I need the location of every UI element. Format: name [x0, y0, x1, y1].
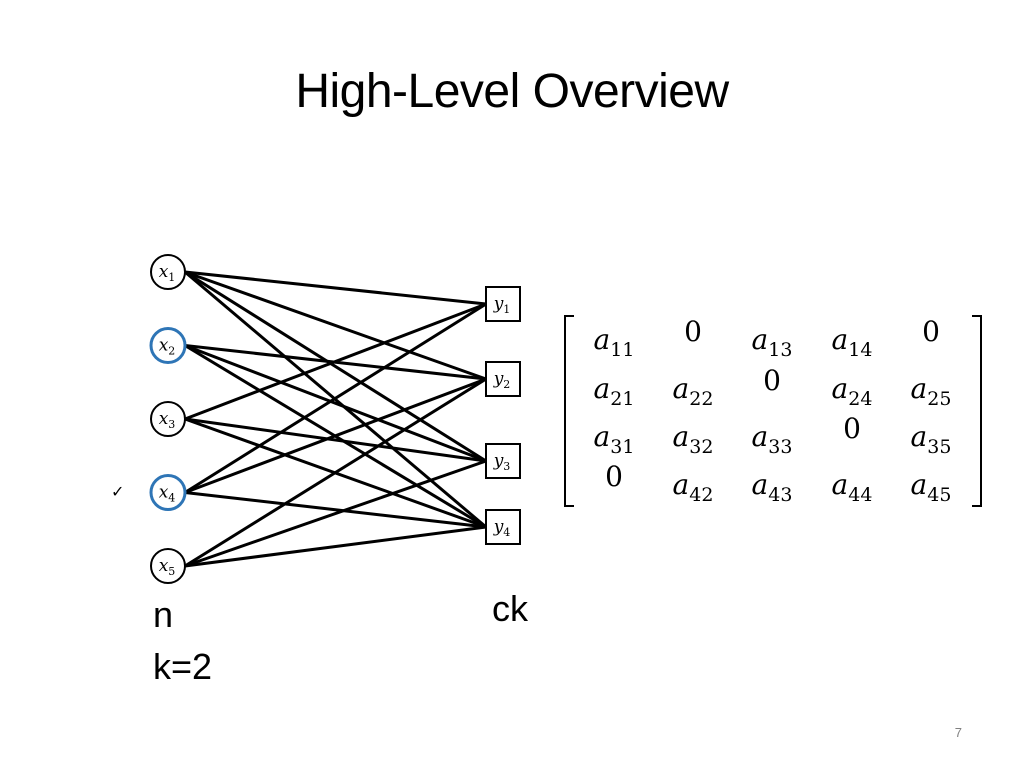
edge-x1-y3: [184, 270, 487, 463]
page-title: High-Level Overview: [295, 65, 729, 118]
node-label-x1: x1: [159, 262, 176, 284]
node-x1: x1: [150, 254, 186, 290]
edge-x4-y1: [184, 302, 487, 494]
matrix-cell-r4-c5: a45: [911, 468, 952, 506]
edge-x5-y3: [184, 459, 487, 568]
matrix-cell-r4-c3: a43: [752, 468, 793, 506]
node-y4: y4: [485, 509, 521, 545]
node-label-y3: y3: [493, 451, 511, 473]
matrix-cell-r2-c5: a25: [911, 372, 952, 410]
node-circle-x1: [150, 254, 186, 290]
edge-x3-y1: [184, 302, 487, 421]
edge-x5-y4: [184, 525, 487, 568]
matrix-cell-r3-c1: a31: [594, 420, 635, 458]
node-circle-x4: [149, 474, 187, 511]
node-circle-x2: [149, 327, 187, 364]
node-label-y4: y4: [493, 517, 511, 539]
matrix-cell-r3-c3: a33: [752, 420, 793, 458]
matrix-cell-r1-c2: 0: [684, 315, 702, 348]
node-circle-x5: [150, 548, 186, 584]
edges-layer: [184, 270, 487, 568]
matrix-cell-r4-c2: a42: [673, 468, 714, 506]
node-label-x5: x5: [159, 556, 176, 578]
label-ck: ck: [492, 588, 528, 629]
matrix-cell-r2-c1: a21: [594, 372, 635, 410]
node-label-x4: x4: [159, 483, 176, 505]
node-x4: x4: [149, 474, 187, 511]
matrix-cell-r1-c3: a13: [752, 323, 793, 361]
matrix-cell-r2-c2: a22: [673, 372, 714, 410]
matrix-cell-r2-c4: a24: [832, 372, 873, 410]
edge-x2-y3: [184, 344, 487, 463]
node-x5: x5: [150, 548, 186, 584]
label-n: n: [153, 594, 174, 635]
edge-x4-y4: [184, 491, 487, 529]
edge-x1-y1: [184, 270, 487, 306]
matrix-cell-r2-c3: 0: [763, 364, 781, 397]
node-box-y2: [485, 361, 521, 397]
node-y2: y2: [485, 361, 521, 397]
edge-x5-y2: [184, 377, 487, 568]
edge-x1-y2: [184, 270, 487, 381]
matrix-cell-r1-c5: 0: [922, 315, 940, 348]
node-x3: x3: [150, 401, 186, 437]
matrix-cell-r3-c5: a35: [911, 420, 952, 458]
matrix-cell-r1-c1: a11: [594, 323, 635, 361]
matrix-cell-r1-c4: a14: [832, 323, 873, 361]
node-y1: y1: [485, 286, 521, 322]
edge-x4-y2: [184, 377, 487, 494]
matrix-cell-r3-c2: a32: [673, 420, 714, 458]
label-k: k=2: [153, 646, 213, 687]
node-label-x3: x3: [159, 409, 176, 431]
matrix-cell-r4-c1: 0: [605, 460, 623, 493]
node-label-y1: y1: [493, 294, 511, 316]
matrix-cell-r4-c4: a44: [832, 468, 873, 506]
node-box-y4: [485, 509, 521, 545]
matrix-left-bracket: [564, 315, 574, 507]
node-y3: y3: [485, 443, 521, 479]
node-label-x2: x2: [159, 336, 176, 358]
node-label-y2: y2: [493, 369, 511, 391]
node-x2: x2: [149, 327, 187, 364]
edge-x3-y3: [184, 417, 487, 463]
node-circle-x3: [150, 401, 186, 437]
matrix-right-bracket: [972, 315, 982, 507]
node-box-y1: [485, 286, 521, 322]
node-box-y3: [485, 443, 521, 479]
nodes-layer: x1 x2 x3 x4 x5 y1 y2 y3 y4: [149, 254, 521, 584]
matrix-cell-r3-c4: 0: [843, 412, 861, 445]
check-mark: ✓: [111, 482, 125, 501]
page-number: 7: [954, 725, 962, 740]
